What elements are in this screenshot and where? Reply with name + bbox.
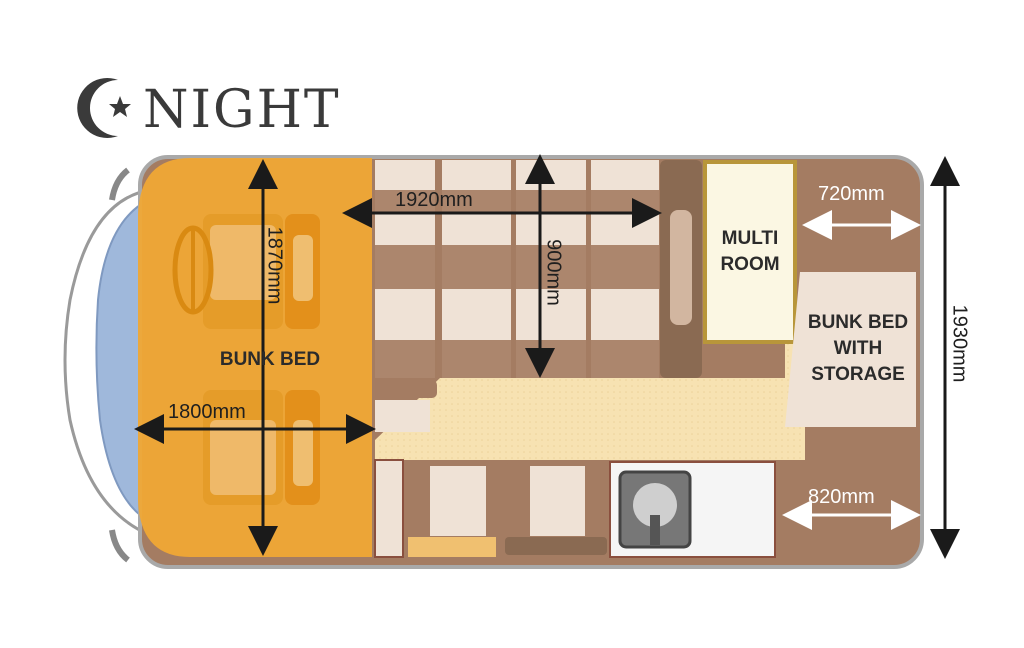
dim-front-width: 1800mm: [168, 401, 246, 423]
dim-rear-top-width: 720mm: [818, 183, 885, 205]
dimension-arrows-white: [782, 210, 921, 530]
bottom-fixtures: [374, 459, 776, 558]
rear-bunk-storage: [800, 272, 916, 427]
floor-area: [375, 345, 800, 460]
dim-bed-length: 1920mm: [395, 189, 473, 211]
label-bunk-bed-front: BUNK BED: [219, 349, 321, 370]
dim-bed-width: 900mm: [542, 239, 565, 306]
label-bunk-bed-storage: BUNK BED WITH STORAGE: [807, 312, 909, 385]
logo-text: NIGHT: [143, 80, 341, 140]
dimension-arrows: [134, 154, 960, 559]
multi-room: [703, 160, 797, 344]
label-multi-room: MULTI ROOM: [720, 228, 780, 275]
dim-rear-bottom-width: 820mm: [808, 486, 875, 508]
dim-overall-width: 1930mm: [948, 304, 971, 383]
steering-wheel-icon: [172, 225, 214, 315]
van-front: [63, 167, 152, 563]
dim-front-height: 1870mm: [263, 226, 286, 305]
crescent-star-icon: [77, 78, 131, 138]
